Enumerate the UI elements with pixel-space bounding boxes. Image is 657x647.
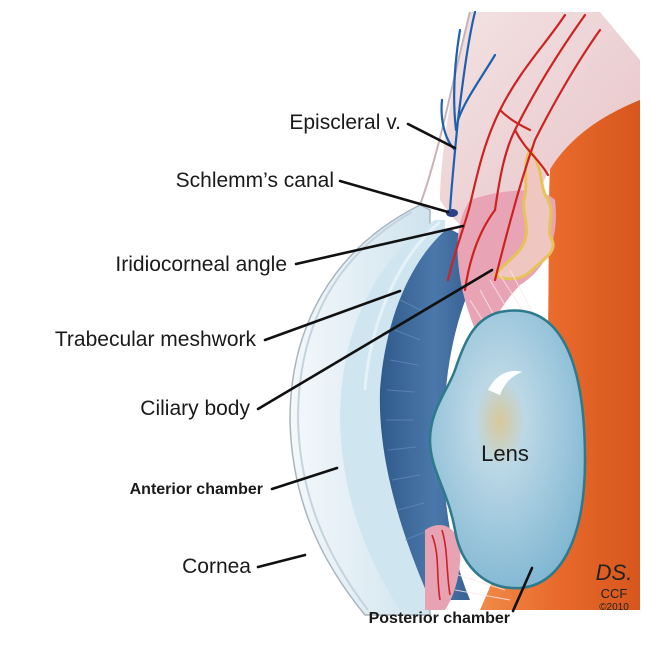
credit-year: ©2010 bbox=[599, 602, 629, 613]
credit-org: CCF bbox=[601, 586, 628, 601]
label-iridocorneal-angle: Iridiocorneal angle bbox=[115, 253, 287, 276]
label-episcleral-vein: Episcleral v. bbox=[289, 111, 401, 134]
label-posterior-chamber: Posterior chamber bbox=[369, 610, 510, 627]
label-lens: Lens bbox=[481, 441, 529, 466]
leader-cornea bbox=[258, 555, 305, 567]
label-trabecular-meshwork: Trabecular meshwork bbox=[55, 328, 257, 351]
leader-schlemm bbox=[340, 181, 448, 212]
label-schlemms-canal: Schlemm’s canal bbox=[176, 169, 334, 192]
label-anterior-chamber: Anterior chamber bbox=[130, 481, 263, 498]
artist-credit: DS. CCF ©2010 bbox=[596, 560, 633, 613]
credit-signature: DS. bbox=[596, 560, 633, 585]
label-cornea: Cornea bbox=[182, 555, 251, 578]
label-ciliary-body: Ciliary body bbox=[140, 397, 250, 420]
